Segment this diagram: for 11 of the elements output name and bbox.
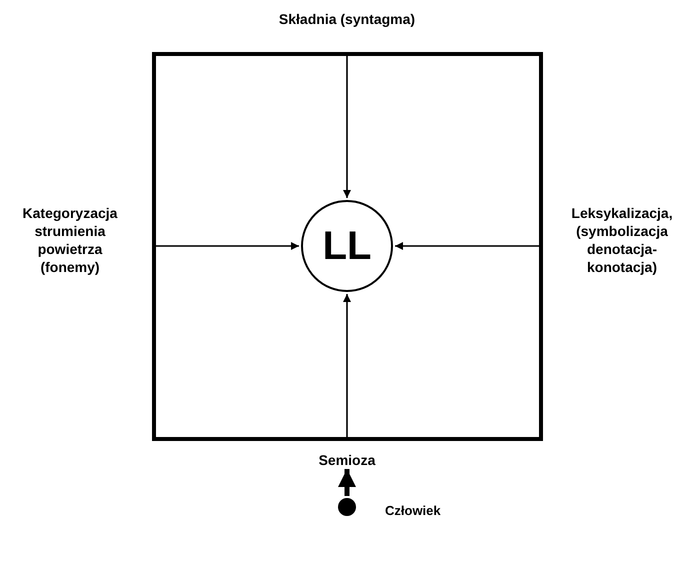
arrow (343, 294, 351, 439)
arrow (338, 469, 356, 496)
arrow (154, 242, 299, 250)
arrow (343, 54, 351, 198)
side-label: Kategoryzacja strumienia powietrza (fonemy) (22, 204, 118, 276)
arrow (395, 242, 541, 250)
frame-box (152, 52, 543, 441)
node-caption: Człowiek (385, 502, 441, 520)
side-label: Leksykalizacja, (symbolizacja denotacja-konotacja) (570, 204, 674, 276)
node-label: Semioza (297, 450, 397, 468)
side-label: Składnia (syntagma) (278, 10, 416, 28)
